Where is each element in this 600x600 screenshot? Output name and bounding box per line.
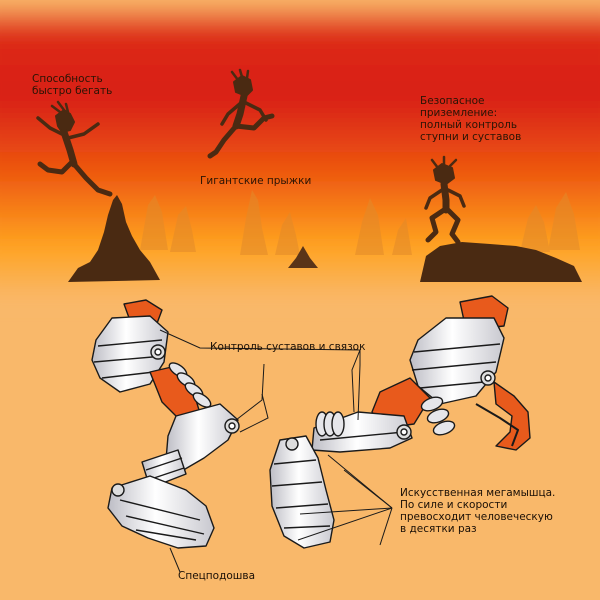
runner-silhouette [36,100,113,197]
jumper-silhouette [207,68,275,159]
landing-label-line-1: Безопасное [420,95,485,107]
muscle-label: Искусственная мегамышца. По силе и скоро… [400,487,555,535]
left-rock [68,195,160,282]
jump-label: Гигантские прыжки [200,175,311,187]
leader-lines [159,329,393,573]
joints-label-text: Контроль суставов и связок [210,341,366,353]
muscle-label-line-4: в десятки раз [400,523,477,535]
landing-label-line-4: ступни и суставов [420,131,522,143]
landing-label: Безопасное приземление: полный контроль … [420,95,521,143]
distant-rocks [140,190,580,255]
muscle-label-line-1: Искусственная мегамышца. [400,487,556,499]
left-leg [91,299,240,549]
run-label-line-1: Способность [32,73,103,85]
joints-label: Контроль суставов и связок [210,341,365,353]
run-label: Способность быстро бегать [32,73,112,97]
run-label-line-2: быстро бегать [32,85,113,97]
landing-label-line-3: полный контроль [420,119,518,131]
middle-rock [288,246,318,268]
right-rock [420,242,582,282]
right-leg [269,295,531,549]
sole-label: Спецподошва [178,570,255,582]
muscle-label-line-3: превосходит человеческую [400,511,553,523]
muscle-label-line-2: По силе и скорости [400,499,508,511]
sole-label-text: Спецподошва [178,570,256,582]
landing-label-line-2: приземление: [420,107,498,119]
jump-label-text: Гигантские прыжки [200,175,312,187]
landing-silhouette [424,155,466,245]
